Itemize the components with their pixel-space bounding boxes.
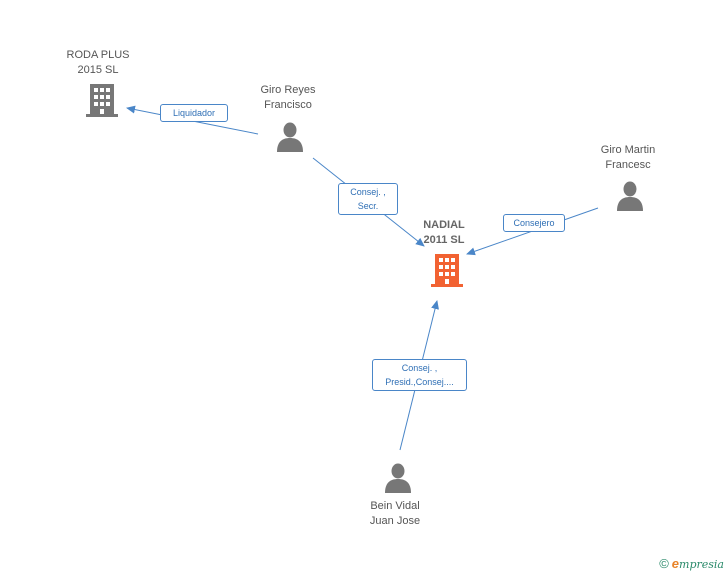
node-label-nadial[interactable]: NADIAL 2011 SL [404, 218, 484, 248]
edge-label-text: Consejero [513, 218, 555, 228]
node-label-bein-vidal[interactable]: Bein Vidal Juan Jose [355, 499, 435, 529]
person-icon[interactable] [385, 463, 411, 494]
node-name-line1: Giro Reyes [260, 84, 316, 96]
copyright-symbol: © [659, 556, 669, 571]
node-name-line2: 2015 SL [77, 64, 119, 76]
edge-label-line1: Consej. , [401, 363, 438, 373]
empresia-logo-text: mpresia [679, 558, 724, 571]
edge-label-liquidador[interactable]: Liquidador [160, 104, 228, 122]
empresia-watermark: ©empresia [659, 556, 724, 571]
node-name-line1: Giro Martin [600, 144, 656, 156]
edge-label-text: Liquidador [172, 108, 216, 118]
node-name-line2: Francisco [264, 99, 312, 111]
node-label-giro-reyes[interactable]: Giro Reyes Francisco [248, 83, 328, 113]
node-label-giro-martin[interactable]: Giro Martin Francesc [588, 143, 668, 173]
edge-label-consejero[interactable]: Consejero [503, 214, 565, 232]
node-name-line1: RODA PLUS [66, 49, 130, 61]
person-icon[interactable] [617, 181, 643, 212]
edge-label-line2: Presid.,Consej.... [385, 377, 454, 387]
node-name-line2: Juan Jose [369, 515, 421, 527]
person-icon[interactable] [277, 122, 303, 153]
node-name-line1: Bein Vidal [370, 500, 420, 512]
edge-label-line2: Secr. [357, 201, 379, 211]
edge-label-consej-secr[interactable]: Consej. , Secr. [338, 183, 398, 215]
node-label-roda-plus[interactable]: RODA PLUS 2015 SL [58, 48, 138, 78]
building-icon[interactable] [86, 84, 118, 117]
node-name-line2: Francesc [605, 159, 651, 171]
node-name-line1: NADIAL [423, 219, 465, 231]
edge-label-consej-presid[interactable]: Consej. , Presid.,Consej.... [372, 359, 467, 391]
node-name-line2: 2011 SL [423, 234, 465, 246]
empresia-logo-initial: e [671, 556, 680, 571]
edge-label-line1: Consej. , [350, 187, 386, 197]
building-icon[interactable] [431, 254, 463, 287]
